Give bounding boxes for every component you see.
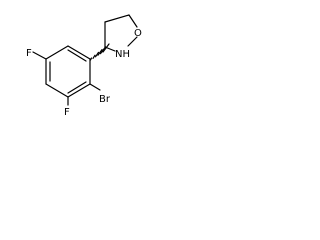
bond-c6-c1: [67, 45, 91, 60]
oxygen-label: O: [134, 28, 142, 39]
bond-inner-c6-c1: [67, 49, 87, 62]
bond-c2-f-top: [32, 51, 47, 60]
bond-lines: [32, 14, 138, 106]
stereo-hash-bond: [89, 43, 110, 61]
bond-c4-c5: [67, 83, 91, 98]
bond-ch2-ch2: [104, 14, 130, 23]
bond-c5-br: [89, 83, 101, 91]
bond-o-n: [127, 36, 138, 47]
bromine-label: Br: [99, 94, 111, 105]
nitrogen-label: NH: [115, 49, 130, 60]
fluorine-bottom-label: F: [64, 107, 70, 118]
bond-ch2-o: [128, 14, 138, 28]
atom-labels: F F Br NH O: [26, 28, 142, 118]
bond-c1-c2: [45, 45, 69, 60]
bond-n-chiral: [104, 46, 116, 52]
bond-c3-c4: [45, 83, 69, 98]
molecule-structure: F F Br NH O: [26, 14, 142, 118]
bond-inner-c4-c5: [67, 81, 87, 94]
fluorine-top-label: F: [26, 48, 32, 59]
